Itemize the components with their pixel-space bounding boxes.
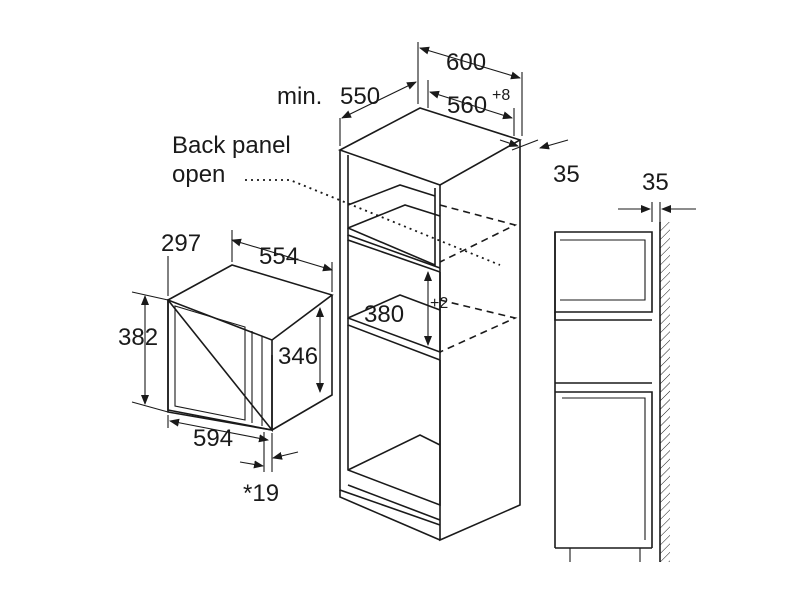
appliance-inner-depth-label: 554 xyxy=(259,243,299,270)
appliance-depth-label: 297 xyxy=(161,230,201,257)
back-panel-label-line1: Back panel xyxy=(172,132,291,159)
cabinet-dimensions xyxy=(339,42,569,346)
back-panel-label-line2: open xyxy=(172,161,225,188)
niche-height-tolerance: +2 xyxy=(430,295,448,312)
appliance-dimensions xyxy=(131,230,333,472)
niche-height-label: 380 xyxy=(364,301,404,328)
niche-width-tolerance: +8 xyxy=(492,87,510,104)
cabinet-side-gap-label: 35 xyxy=(553,161,580,188)
cabinet-width-label: 600 xyxy=(446,49,486,76)
appliance-height-label: 382 xyxy=(118,324,158,351)
min-prefix-label: min. xyxy=(277,83,322,110)
cabinet-drawing xyxy=(337,107,522,542)
side-view-drawing xyxy=(554,202,696,562)
side-view-gap-label: 35 xyxy=(642,169,669,196)
appliance-width-label: 594 xyxy=(193,425,233,452)
cabinet-depth-label: 550 xyxy=(340,83,380,110)
niche-width-label: 560 xyxy=(447,92,487,119)
appliance-offset-label: *19 xyxy=(243,480,279,507)
appliance-door-height-label: 346 xyxy=(278,343,318,370)
